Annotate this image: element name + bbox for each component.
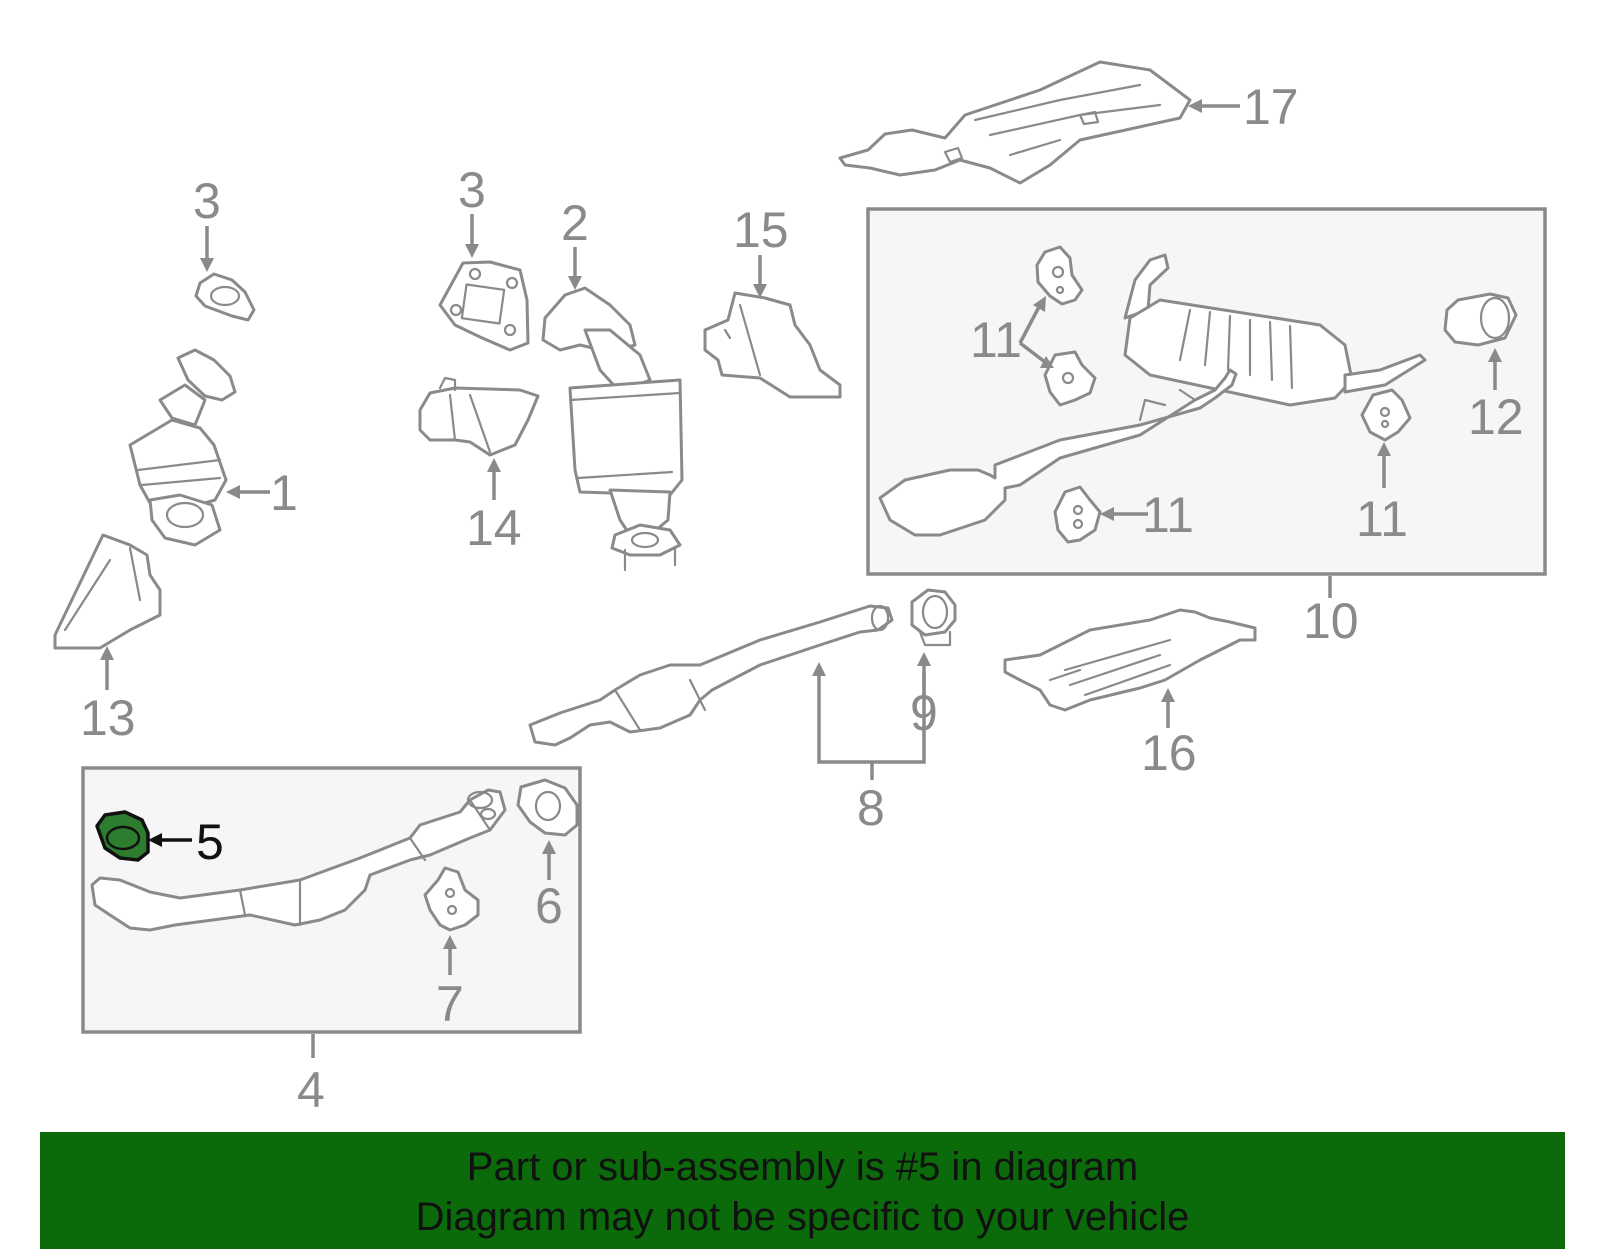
part-12-exhaust-tip[interactable] (1443, 292, 1518, 347)
svg-text:4: 4 (297, 1062, 325, 1118)
svg-text:14: 14 (466, 500, 522, 556)
svg-text:17: 17 (1243, 79, 1299, 135)
callout-13: 13 (80, 646, 136, 746)
callout-9: 9 (910, 660, 938, 741)
callout-10: 10 (1303, 576, 1359, 649)
svg-text:11: 11 (1356, 491, 1408, 547)
callout-8: 8 (812, 652, 931, 836)
svg-text:1: 1 (270, 465, 298, 521)
callout-3-middle: 3 (458, 162, 486, 258)
banner-line-disclaimer: Diagram may not be specific to your vehi… (415, 1195, 1190, 1239)
exhaust-parts-diagram: 17 3 1 13 (53, 60, 1547, 1118)
part-4-front-pipe[interactable] (90, 788, 507, 932)
svg-text:3: 3 (193, 173, 221, 229)
callout-7: 7 (436, 935, 464, 1032)
part-10-muffler-assembly[interactable] (878, 253, 1427, 537)
part-15-bracket[interactable] (703, 291, 842, 399)
svg-text:15: 15 (733, 202, 789, 258)
part-13-heat-shield[interactable] (53, 533, 162, 650)
callout-11-upper: 11 (970, 296, 1054, 368)
callout-4: 4 (297, 1034, 325, 1118)
svg-text:3: 3 (458, 162, 486, 218)
part-11-hanger-right[interactable] (1360, 388, 1412, 442)
part-9-clamp[interactable] (910, 588, 957, 647)
callout-3-left: 3 (193, 173, 221, 272)
svg-text:11: 11 (1142, 487, 1194, 543)
callout-14: 14 (466, 458, 522, 556)
callout-11-right: 11 (1356, 442, 1408, 547)
part-11-hanger-top[interactable] (1035, 245, 1084, 306)
callout-1: 1 (226, 465, 298, 521)
callout-2: 2 (561, 195, 589, 290)
part-1-catalytic-converter[interactable] (128, 348, 237, 547)
svg-text:13: 13 (80, 690, 136, 746)
part-7-hanger[interactable] (423, 866, 480, 932)
part-3-gasket-left[interactable] (194, 272, 256, 322)
svg-text:8: 8 (857, 780, 885, 836)
svg-text:2: 2 (561, 195, 589, 251)
part-8-intermediate-pipe[interactable] (528, 604, 894, 747)
svg-text:10: 10 (1303, 593, 1359, 649)
callout-15: 15 (733, 202, 789, 298)
part-6-gasket[interactable] (516, 778, 579, 837)
callout-17: 17 (1188, 79, 1299, 135)
callout-12: 12 (1468, 348, 1524, 445)
part-2-catalytic-converter[interactable] (541, 286, 684, 572)
svg-text:16: 16 (1141, 725, 1197, 781)
svg-text:5: 5 (196, 814, 224, 870)
part-17-heat-shield[interactable] (838, 60, 1192, 185)
part-3-gasket-middle[interactable] (438, 260, 530, 352)
callout-16: 16 (1141, 688, 1197, 781)
banner-line-part: Part or sub-assembly is #5 in diagram (466, 1145, 1139, 1189)
svg-text:11: 11 (970, 312, 1022, 368)
info-banner: Part or sub-assembly is #5 in diagram Di… (40, 1132, 1565, 1249)
callout-5: 5 (148, 814, 224, 870)
callout-11-lower: 11 (1100, 487, 1194, 543)
svg-text:12: 12 (1468, 389, 1524, 445)
svg-text:9: 9 (910, 685, 938, 741)
part-16-heat-shield[interactable] (1003, 608, 1257, 712)
svg-text:7: 7 (436, 976, 464, 1032)
part-11-hanger-middle[interactable] (1043, 350, 1097, 407)
part-14-bracket[interactable] (418, 376, 540, 457)
part-5-gasket-highlighted[interactable] (95, 810, 150, 862)
callout-6: 6 (535, 840, 563, 934)
part-11-hanger-lower[interactable] (1053, 485, 1102, 544)
svg-text:6: 6 (535, 878, 563, 934)
